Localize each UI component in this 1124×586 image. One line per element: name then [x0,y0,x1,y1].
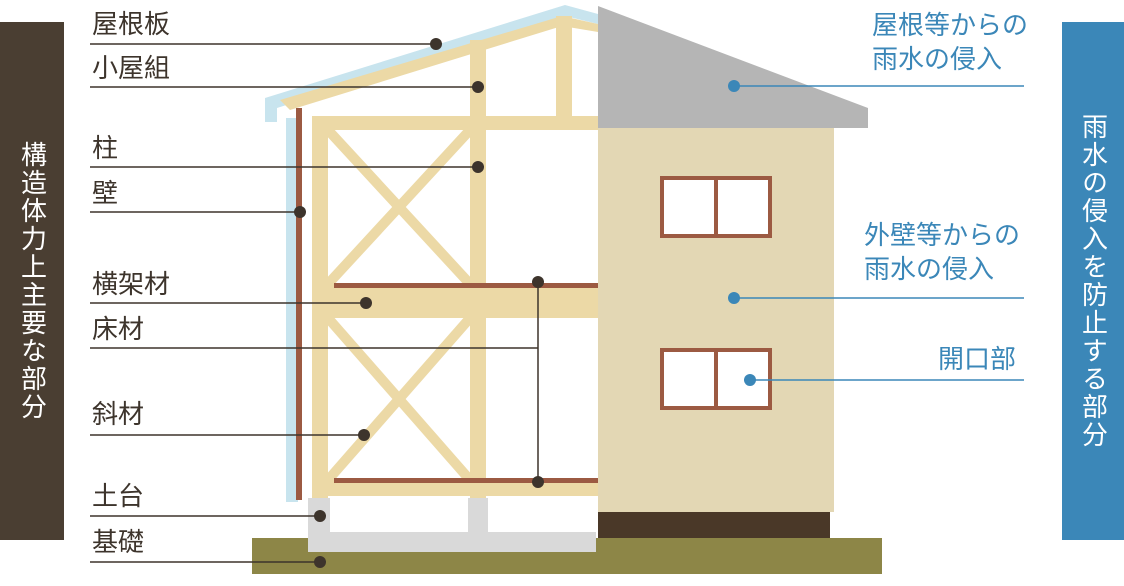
label-floor-material: 床材 [92,315,145,345]
label-column: 柱 [92,134,119,164]
left-title: 構造体力上主要な部分 [16,141,47,421]
left-title-bar: 構造体力上主要な部分 [0,22,64,540]
ground-right [596,538,882,574]
roof [598,6,868,128]
label-roof-water: 屋根等からの 雨水の侵入 [872,10,1028,78]
label-opening: 開口部 [938,344,1016,378]
beams [296,108,598,500]
right-title: 雨水の侵入を防止する部分 [1077,113,1108,449]
label-sill: 土台 [92,482,145,512]
label-wall-water-line2: 雨水の侵入 [863,254,994,285]
base-band [598,512,830,538]
label-roof-water-line1: 屋根等からの [871,11,1028,41]
label-wall-water: 外壁等からの 雨水の侵入 [864,220,1020,288]
label-diagonal-brace: 斜材 [92,400,145,430]
label-foundation: 基礎 [92,528,145,558]
window-upper [660,176,772,238]
water-callouts [734,85,1024,381]
structure-dots [294,38,544,568]
label-wall: 壁 [92,179,119,209]
label-roof-water-line2: 雨水の侵入 [871,44,1002,75]
label-roof-board: 屋根板 [92,10,171,40]
timber-frame [280,16,598,498]
structure-callouts [90,43,539,563]
foundation [308,498,596,552]
right-title-bar: 雨水の侵入を防止する部分 [1062,22,1124,540]
water-dots [728,80,756,386]
label-opening-line1: 開口部 [937,345,1016,375]
label-horizontal-member: 横架材 [92,270,171,300]
label-roof-truss: 小屋組 [92,54,171,84]
label-wall-water-line1: 外壁等からの [863,221,1020,251]
